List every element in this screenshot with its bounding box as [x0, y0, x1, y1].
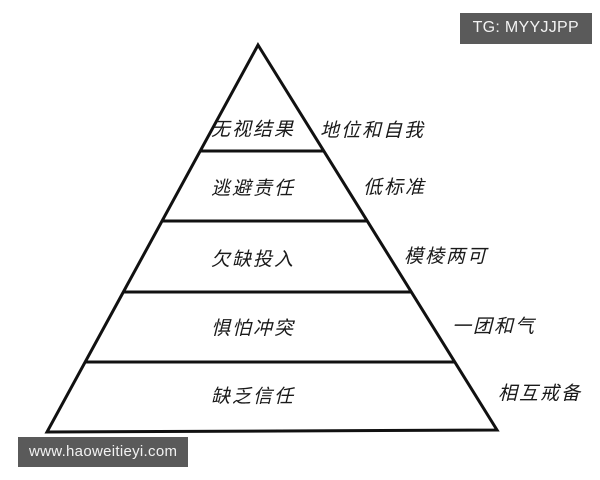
level-1-inside-label: 无视结果 [210, 118, 296, 141]
level-1-outside-label: 地位和自我 [320, 119, 426, 142]
level-2-inside-label: 逃避责任 [210, 177, 296, 200]
level-5-inside-label: 缺乏信任 [210, 385, 296, 408]
tg-tag-badge: TG: MYYJJPP [459, 13, 592, 44]
pyramid-outline [44, 42, 500, 434]
level-5-outside-label: 相互戒备 [498, 382, 583, 405]
level-4-outside-label: 一团和气 [452, 315, 537, 338]
level-3-inside-label: 欠缺投入 [210, 248, 296, 271]
level-4-inside-label: 惧怕冲突 [210, 317, 296, 340]
site-watermark-badge: www.haoweitieyi.com [18, 437, 189, 467]
level-3-outside-label: 模棱两可 [404, 245, 489, 268]
level-2-outside-label: 低标准 [363, 176, 427, 199]
